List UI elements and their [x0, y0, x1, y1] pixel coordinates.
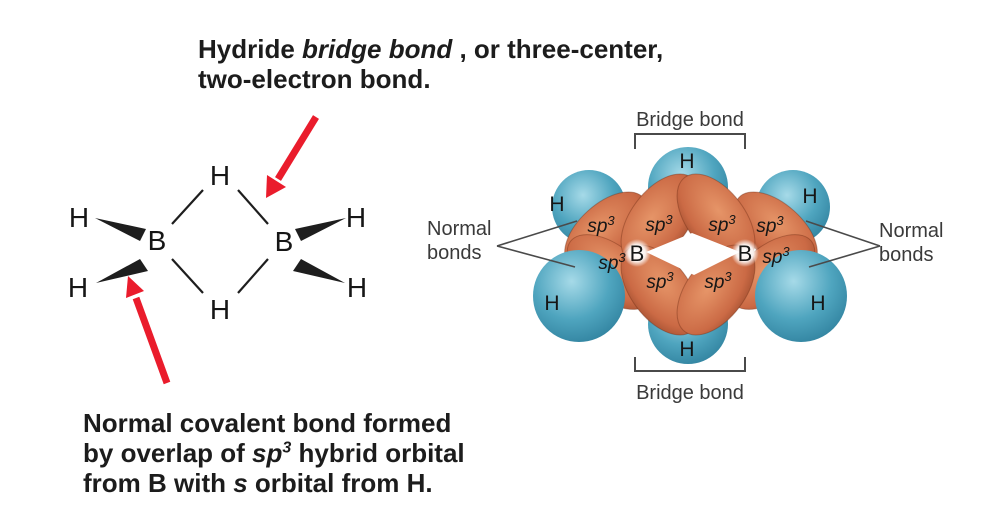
bridge-bond-line-top-left — [171, 189, 204, 225]
boron-glow-right — [731, 239, 759, 267]
bridge-bond-note-line1: Hydride bridge bond , or three-center, — [198, 34, 664, 64]
normal-bond-arrow-shaft — [132, 296, 171, 385]
bridge-bracket-bottom — [634, 357, 746, 372]
sp3-label-outer-lower-right: sp3 — [762, 244, 790, 268]
boron-glow-left — [623, 239, 651, 267]
atom-label-h-upper-left: H — [69, 202, 89, 233]
structural-formula: H H H H H H B B — [68, 160, 367, 325]
bridge-bond-note: Hydride bridge bond , or three-center, t… — [198, 34, 663, 94]
hydrogen-label-lower-left: H — [544, 292, 559, 315]
sp3-label-outer-upper-right: sp3 — [756, 213, 784, 237]
bridge-bond-line-bottom-left — [171, 258, 204, 294]
orbital-diagram: B B sp3 sp3 sp3 sp3 sp3 sp3 sp3 sp3 H H … — [496, 133, 881, 372]
h-s-orbital-sphere-lower-right — [755, 250, 847, 342]
atom-label-bridge-h-top: H — [210, 160, 230, 191]
pointer-line-right-upper — [805, 220, 881, 247]
sp3-label-outer-upper-left: sp3 — [587, 213, 615, 237]
sp3-label-bridge-upper-right: sp3 — [708, 212, 736, 236]
normal-bond-note: Normal covalent bond formed by overlap o… — [83, 408, 465, 498]
sp3-label-outer-lower-left: sp3 — [598, 250, 626, 274]
pointer-line-left-lower — [496, 245, 576, 268]
bridge-bond-label-top: Bridge bond — [636, 109, 744, 131]
atom-label-h-lower-right: H — [347, 272, 367, 303]
bridge-bond-line-bottom-right — [237, 258, 269, 294]
boron-label-left: B — [630, 241, 645, 266]
wedge-bond-lower-right — [293, 259, 345, 283]
atom-label-bridge-h-bottom: H — [210, 294, 230, 325]
normal-bond-arrow-head — [126, 276, 144, 298]
central-white-gap — [646, 233, 740, 275]
atom-label-b-right: B — [275, 226, 294, 257]
atom-label-b-left: B — [148, 225, 167, 256]
normal-bonds-label-left: Normal bonds — [427, 218, 492, 264]
sp3-label-bridge-lower-left: sp3 — [646, 269, 674, 293]
sp3-label-bridge-lower-right: sp3 — [704, 269, 732, 293]
bridge-bond-label-bottom: Bridge bond — [636, 382, 744, 404]
bridge-bond-note-line2: two-electron bond. — [198, 64, 431, 94]
hydrogen-label-lower-right: H — [810, 292, 825, 315]
annotation-arrows — [126, 115, 319, 385]
normal-bond-note-line3: from B with s orbital from H. — [83, 468, 433, 498]
bridge-bond-arrow-head — [266, 175, 286, 198]
hydrogen-label-upper-left: H — [549, 193, 564, 216]
sp3-label-bridge-upper-left: sp3 — [645, 212, 673, 236]
atom-label-h-upper-right: H — [346, 202, 366, 233]
hydrogen-label-bridge-bottom: H — [679, 338, 694, 361]
pointer-line-right-lower — [808, 245, 881, 268]
wedge-bond-upper-left — [95, 218, 146, 241]
bridge-bond-arrow-shaft — [275, 115, 319, 181]
normal-bonds-pointers — [496, 220, 881, 268]
atom-label-h-lower-left: H — [68, 272, 88, 303]
bridge-bracket-top — [634, 133, 746, 149]
wedge-bond-upper-right — [295, 218, 346, 241]
normal-bond-note-line1: Normal covalent bond formed — [83, 408, 452, 438]
bridge-bond-line-top-right — [237, 189, 269, 225]
h-s-orbital-sphere-lower-left — [533, 250, 625, 342]
hydrogen-label-bridge-top: H — [679, 150, 694, 173]
normal-bonds-label-right: Normal bonds — [879, 220, 944, 266]
normal-bond-note-line2: by overlap of sp3 hybrid orbital — [83, 438, 465, 468]
hydrogen-label-upper-right: H — [802, 185, 817, 208]
wedge-bond-lower-left — [96, 259, 148, 283]
pointer-line-left-upper — [496, 220, 578, 247]
boron-label-right: B — [738, 241, 753, 266]
